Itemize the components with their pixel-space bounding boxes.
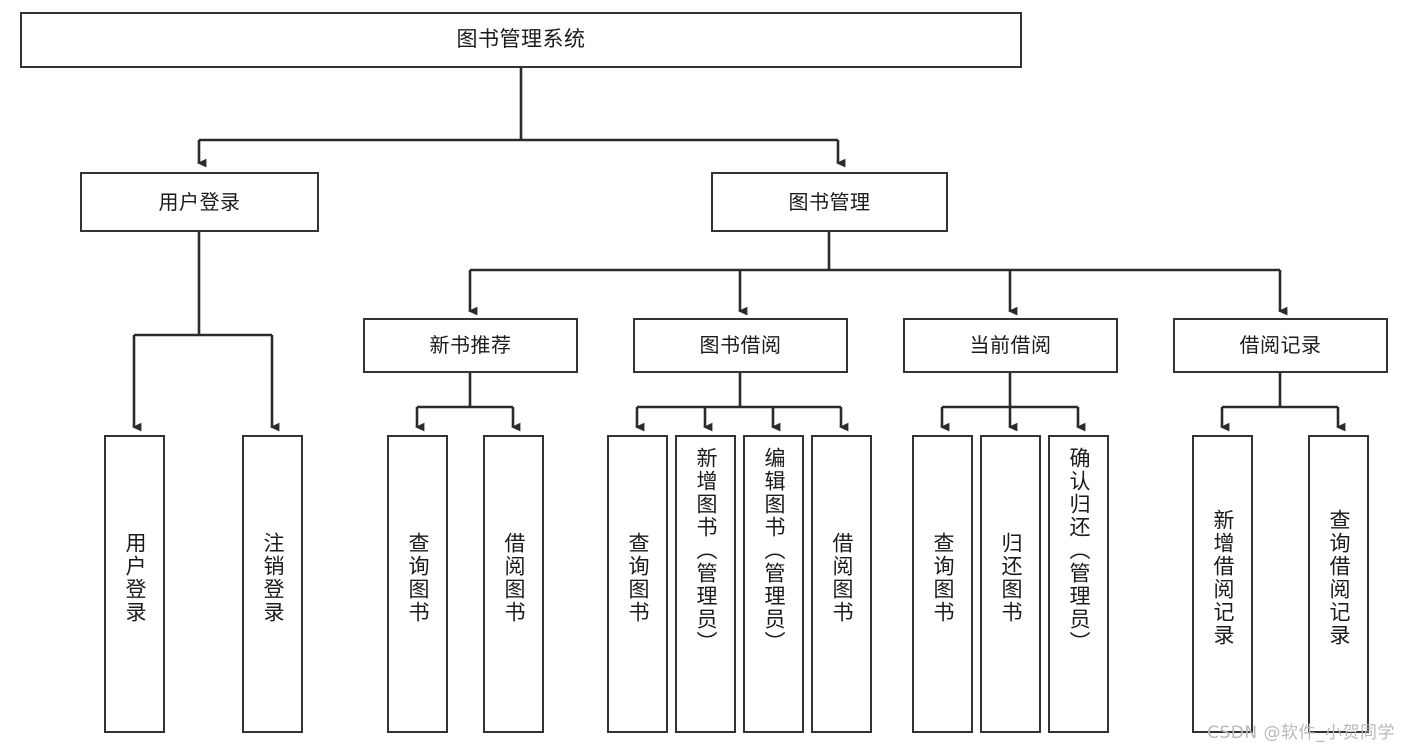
leaf-confirm-return-label: 确认归还（管理员） (1066, 447, 1091, 654)
leaf-add-book-label: 新增图书（管理员） (693, 447, 718, 654)
node-new-book-recommend-label: 新书推荐 (429, 333, 512, 358)
leaf-query-book-2-label: 查询图书 (625, 532, 650, 624)
leaf-user-logout-label: 注销登录 (260, 532, 285, 624)
node-book-borrow-label: 图书借阅 (699, 333, 782, 358)
leaf-query-book-1[interactable]: 查询图书 (387, 435, 448, 733)
leaf-query-record[interactable]: 查询借阅记录 (1308, 435, 1369, 733)
csdn-watermark: CSDN @软件_小贺同学 (1207, 723, 1395, 743)
node-user-login[interactable]: 用户登录 (80, 172, 319, 232)
leaf-query-record-label: 查询借阅记录 (1326, 509, 1351, 647)
leaf-borrow-book-1-label: 借阅图书 (501, 532, 526, 624)
leaf-edit-book[interactable]: 编辑图书（管理员） (743, 435, 804, 733)
leaf-add-record-label: 新增借阅记录 (1210, 509, 1235, 647)
leaf-user-logout[interactable]: 注销登录 (242, 435, 303, 733)
node-borrow-record-label: 借阅记录 (1239, 333, 1322, 358)
leaf-edit-book-label: 编辑图书（管理员） (761, 447, 786, 654)
node-user-login-label: 用户登录 (158, 189, 241, 214)
leaf-query-book-3[interactable]: 查询图书 (912, 435, 973, 733)
node-new-book-recommend[interactable]: 新书推荐 (363, 318, 578, 373)
leaf-user-login[interactable]: 用户登录 (104, 435, 165, 733)
leaf-query-book-1-label: 查询图书 (405, 532, 430, 624)
leaf-borrow-book-2-label: 借阅图书 (829, 532, 854, 624)
leaf-borrow-book-2[interactable]: 借阅图书 (811, 435, 872, 733)
leaf-user-login-label: 用户登录 (122, 532, 147, 624)
leaf-add-record[interactable]: 新增借阅记录 (1192, 435, 1253, 733)
leaf-query-book-3-label: 查询图书 (930, 532, 955, 624)
leaf-query-book-2[interactable]: 查询图书 (607, 435, 668, 733)
leaf-return-book-label: 归还图书 (998, 532, 1023, 624)
node-book-manage-label: 图书管理 (788, 189, 871, 214)
node-root[interactable]: 图书管理系统 (20, 12, 1022, 68)
leaf-borrow-book-1[interactable]: 借阅图书 (483, 435, 544, 733)
node-current-borrow-label: 当前借阅 (969, 333, 1052, 358)
node-book-manage[interactable]: 图书管理 (711, 172, 948, 232)
node-borrow-record[interactable]: 借阅记录 (1173, 318, 1388, 373)
leaf-add-book[interactable]: 新增图书（管理员） (675, 435, 736, 733)
node-current-borrow[interactable]: 当前借阅 (903, 318, 1118, 373)
leaf-return-book[interactable]: 归还图书 (980, 435, 1041, 733)
node-root-label: 图书管理系统 (456, 27, 586, 52)
leaf-confirm-return[interactable]: 确认归还（管理员） (1048, 435, 1109, 733)
node-book-borrow[interactable]: 图书借阅 (633, 318, 848, 373)
